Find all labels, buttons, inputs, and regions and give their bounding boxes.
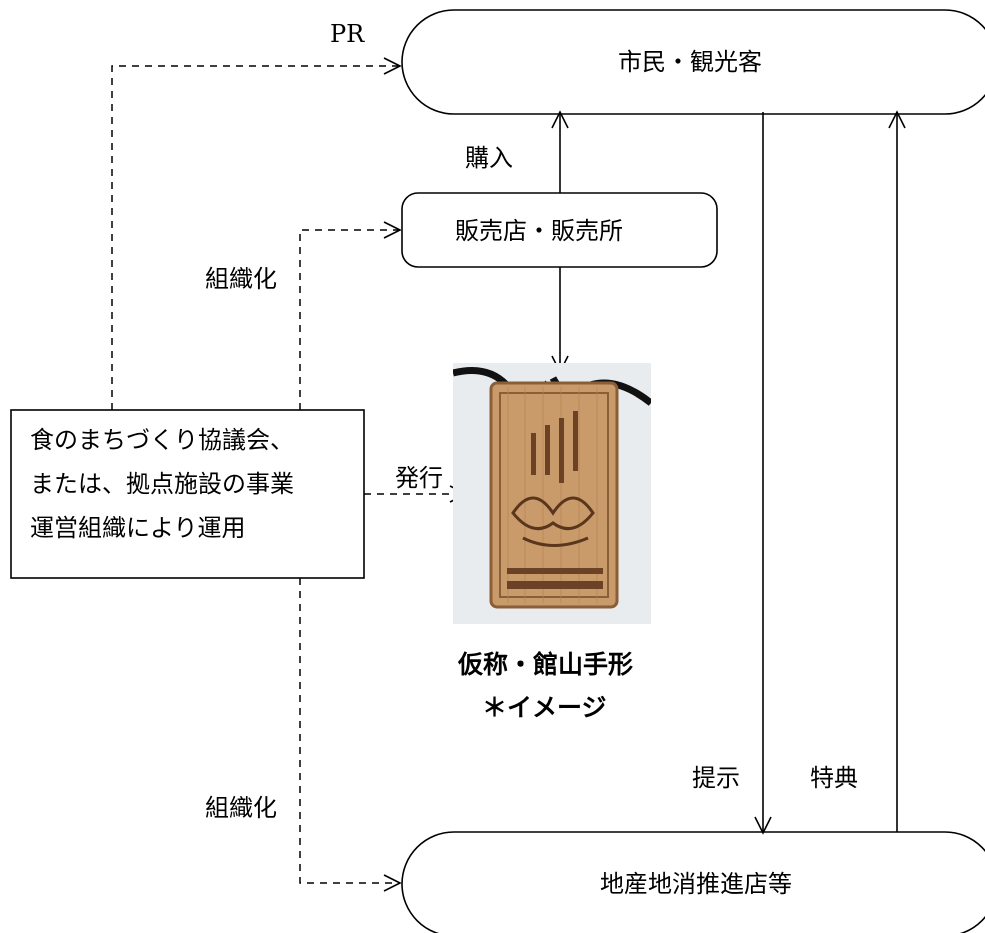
local-stores-node-shape bbox=[401, 831, 985, 933]
citizens-node: 市民・観光客 bbox=[618, 48, 762, 76]
benefit-label: 特典 bbox=[810, 764, 858, 792]
organize-bottom-label: 組織化 bbox=[205, 794, 277, 822]
organizer-node-shape bbox=[10, 409, 365, 579]
issue-label: 発行 bbox=[395, 464, 443, 492]
organizer-line-3: 運営組織により運用 bbox=[30, 514, 246, 542]
organize-local-dashed-arrow bbox=[299, 578, 402, 892]
pr-dashed-arrow bbox=[111, 57, 402, 410]
organize-store-dashed-arrow bbox=[299, 221, 402, 410]
organizer-line-2: または、拠点施設の事業 bbox=[30, 470, 294, 498]
purchase-label: 購入 bbox=[465, 144, 513, 172]
pr-label: PR bbox=[330, 20, 365, 48]
present-label: 提示 bbox=[692, 764, 740, 792]
organize-top-label: 組織化 bbox=[205, 265, 277, 293]
tag-caption-name: 仮称・館山手形 bbox=[458, 650, 634, 679]
citizens-node-shape bbox=[401, 9, 985, 115]
organizer-line-1: 食のまちづくり協議会、 bbox=[30, 426, 294, 454]
tag-caption-note: ＊イメージ bbox=[482, 693, 607, 722]
store-node: 販売店・販売所 bbox=[455, 217, 623, 245]
wooden-tag-photo bbox=[453, 363, 651, 624]
local-stores-node: 地産地消推進店等 bbox=[600, 870, 792, 898]
organizer-node: 食のまちづくり協議会、 または、拠点施設の事業 運営組織により運用 bbox=[30, 418, 294, 550]
